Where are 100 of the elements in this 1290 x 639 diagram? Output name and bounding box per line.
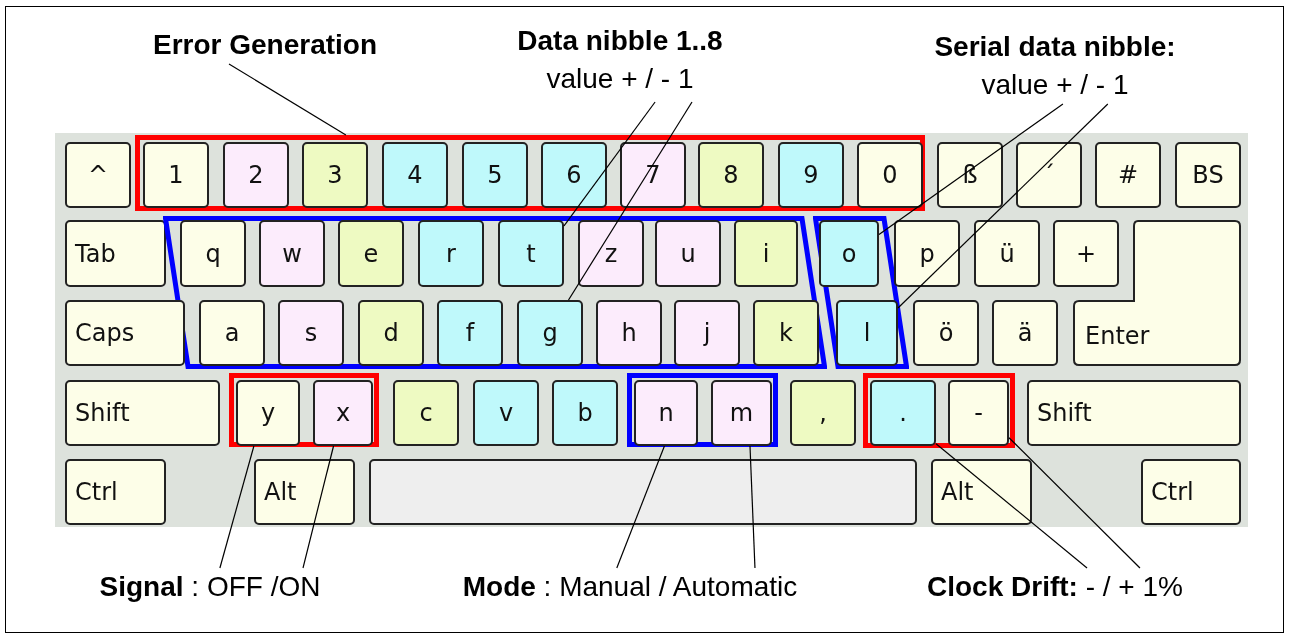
keyboard-key xyxy=(870,380,936,446)
key-label: 9 xyxy=(803,163,819,187)
key-label: ü xyxy=(999,241,1015,266)
leader-line xyxy=(219,445,255,569)
key-label: d xyxy=(383,321,399,345)
keyboard-key xyxy=(931,459,1032,525)
keyboard-key xyxy=(992,300,1058,366)
key-label: 0 xyxy=(882,163,898,187)
key-label: 4 xyxy=(407,163,423,187)
space-bar xyxy=(369,459,917,525)
keyboard-key xyxy=(236,380,300,446)
highlight-frame xyxy=(163,216,827,369)
key-label: 7 xyxy=(645,163,661,187)
key-label: ´ xyxy=(1043,163,1055,187)
key-label: h xyxy=(621,321,637,345)
keyboard-key xyxy=(143,142,209,208)
callout-label: Mode : Manual / Automatic xyxy=(462,570,798,604)
keyboard-key xyxy=(698,142,764,208)
key-label: k xyxy=(779,321,793,345)
leader-line xyxy=(302,445,335,569)
keyboard-key xyxy=(734,220,798,287)
key-label: # xyxy=(1117,163,1139,187)
key-label: Ctrl xyxy=(75,480,118,504)
keyboard-key xyxy=(65,459,166,525)
keyboard-key xyxy=(65,300,185,366)
key-label: Caps xyxy=(75,321,135,345)
keyboard-key xyxy=(180,220,246,287)
keyboard-key xyxy=(541,142,607,208)
leader-line xyxy=(935,443,1088,569)
keyboard-key xyxy=(836,300,898,366)
keyboard-key xyxy=(974,220,1040,287)
keyboard-key xyxy=(937,142,1003,208)
keyboard-key xyxy=(382,142,448,208)
keyboard-key xyxy=(790,380,856,446)
key-label: f xyxy=(465,321,475,345)
keyboard-key xyxy=(254,459,355,525)
key-label: r xyxy=(446,241,456,266)
key-label: p xyxy=(919,241,935,266)
keyboard-key xyxy=(259,220,325,287)
highlight-frame xyxy=(135,135,925,211)
keyboard-key xyxy=(313,380,373,446)
keyboard-key xyxy=(1095,142,1161,208)
key-label: 6 xyxy=(566,163,582,187)
key-label: + xyxy=(1075,241,1097,266)
key-label: . xyxy=(899,401,907,425)
key-label: ö xyxy=(938,321,954,345)
enter-key xyxy=(1073,220,1241,366)
keyboard-key xyxy=(578,220,644,287)
highlight-frame xyxy=(863,373,1015,448)
key-label: y xyxy=(260,401,276,425)
key-label: u xyxy=(680,241,696,266)
callout-label: value + / - 1 xyxy=(546,62,694,96)
key-label: BS xyxy=(1192,163,1224,187)
key-label: m xyxy=(729,401,754,425)
leader-line xyxy=(897,103,1109,309)
key-label: Shift xyxy=(1037,401,1092,425)
key-label: t xyxy=(526,241,536,266)
key-label: c xyxy=(419,401,433,425)
key-label: l xyxy=(863,321,871,345)
leader-line xyxy=(567,101,693,301)
key-label: s xyxy=(304,321,318,345)
keyboard-key xyxy=(1053,220,1119,287)
key-label: j xyxy=(703,321,711,345)
key-label: 3 xyxy=(327,163,343,187)
leader-line xyxy=(1008,437,1141,569)
key-label: 5 xyxy=(487,163,503,187)
key-label: e xyxy=(363,241,379,266)
key-label: i xyxy=(762,241,770,266)
keyboard-key xyxy=(473,380,539,446)
keyboard-key xyxy=(711,380,772,446)
key-label: n xyxy=(658,401,674,425)
key-label: 2 xyxy=(248,163,264,187)
key-label: q xyxy=(205,241,221,266)
key-label: w xyxy=(282,241,302,266)
key-label: Shift xyxy=(75,401,130,425)
leader-line xyxy=(563,101,656,227)
key-label: Tab xyxy=(75,241,116,266)
callout-label: value + / - 1 xyxy=(981,68,1129,102)
key-label: o xyxy=(841,241,857,266)
keyboard-key xyxy=(753,300,819,366)
callout-label: Clock Drift: - / + 1% xyxy=(927,570,1183,604)
keyboard-key xyxy=(674,300,740,366)
key-label: ä xyxy=(1017,321,1033,345)
keyboard-key xyxy=(857,142,923,208)
keyboard-key xyxy=(393,380,459,446)
keyboard-key xyxy=(620,142,686,208)
key-label: z xyxy=(604,241,618,266)
leader-line xyxy=(878,103,1064,236)
highlight-frame xyxy=(627,373,778,447)
keyboard-key xyxy=(65,142,131,208)
highlight-frame xyxy=(813,216,909,369)
keyboard-key xyxy=(655,220,721,287)
leader-line xyxy=(749,445,756,569)
key-label: , xyxy=(819,401,827,425)
keyboard-key xyxy=(338,220,404,287)
key-label: b xyxy=(577,401,593,425)
keyboard-key xyxy=(913,300,979,366)
keyboard-key xyxy=(634,380,698,446)
keyboard-key xyxy=(437,300,503,366)
callout-label: Data nibble 1..8 xyxy=(517,24,723,58)
